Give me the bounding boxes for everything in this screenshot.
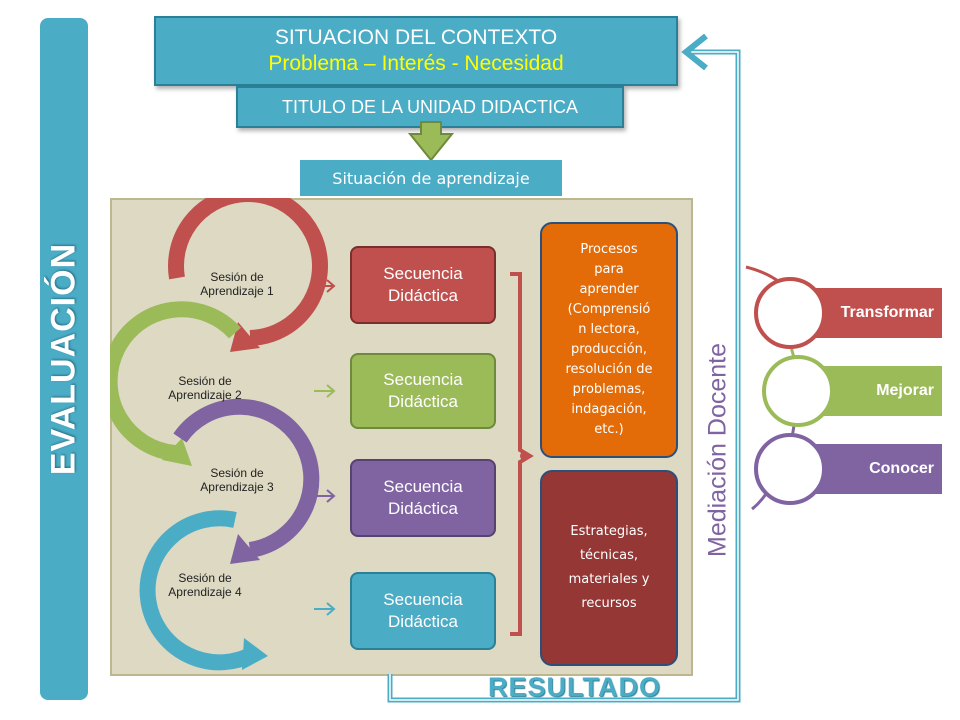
level-circle-mejorar <box>762 355 834 427</box>
right-arrow-icon <box>314 279 336 293</box>
result-label: RESULTADO <box>488 672 661 702</box>
session-arc-1 <box>168 198 328 346</box>
processes-box: Procesos para aprender (Comprensió n lec… <box>540 222 678 458</box>
sessions-diagram <box>110 198 328 671</box>
session-arc-2 <box>110 301 241 461</box>
context-title: SITUACION DEL CONTEXTO <box>274 26 558 49</box>
unit-title: TITULO DE LA UNIDAD DIDACTICA <box>281 96 579 117</box>
bracket-icon <box>510 272 534 636</box>
level-circle-conocer <box>754 433 826 505</box>
evaluation-bar: EVALUACIÓN <box>40 18 88 700</box>
right-arrow-icon <box>314 602 336 616</box>
session-arrowhead-3 <box>230 534 260 564</box>
learning-situation-label: Situación de aprendizaje <box>332 168 530 188</box>
right-arrow-icon <box>314 384 336 398</box>
session-arrowhead-2 <box>162 438 192 466</box>
context-subtitle: Problema – Interés - Necesidad <box>268 52 564 75</box>
session-arrowhead-4 <box>242 638 268 670</box>
learning-situation-box: Situación de aprendizaje <box>300 160 562 196</box>
levels-diagram <box>745 265 834 511</box>
mediation-label: Mediación Docente <box>703 342 732 558</box>
evaluation-label: EVALUACIÓN <box>44 242 83 476</box>
down-arrow-icon <box>408 121 454 162</box>
context-box: SITUACION DEL CONTEXTO Problema – Interé… <box>154 16 678 86</box>
right-arrow-icon <box>314 489 336 503</box>
feedback-loop <box>387 33 741 703</box>
session-arc-4 <box>139 510 259 671</box>
level-circle-transformar <box>754 277 826 349</box>
unit-title-box: TITULO DE LA UNIDAD DIDACTICA <box>236 86 624 128</box>
session-arc-3 <box>173 398 320 558</box>
strategies-box: Estrategias, técnicas, materiales y recu… <box>540 470 678 666</box>
